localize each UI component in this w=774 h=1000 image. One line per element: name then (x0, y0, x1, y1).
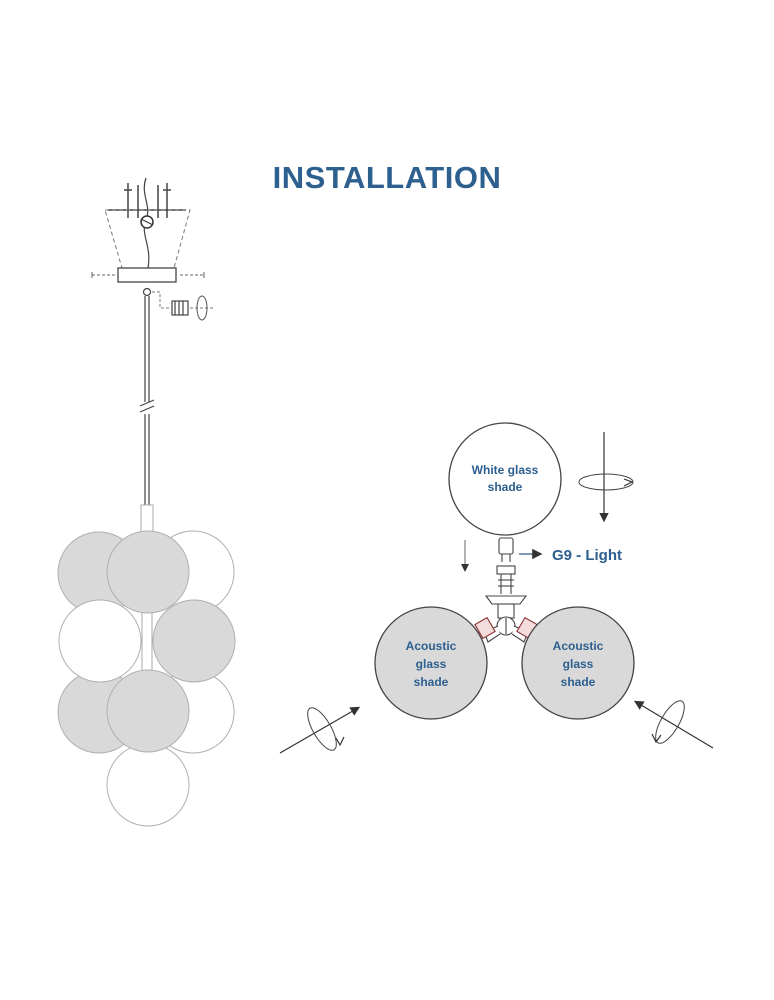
white-glass-shade (448, 422, 562, 536)
canopy-plate (117, 267, 177, 283)
acoustic-right-label-line3: shade (561, 675, 596, 689)
acoustic-right-label-line2: glass (563, 657, 594, 671)
pendant-lamp-overview (57, 177, 236, 827)
acoustic-glass-shade-right (521, 606, 635, 720)
globe-cluster (57, 504, 236, 827)
acoustic-right-label-line1: Acoustic (553, 639, 604, 653)
hanging-rod (139, 296, 155, 505)
acoustic-left-label-line3: shade (414, 675, 449, 689)
g9-light-label: G9 - Light (552, 547, 622, 564)
screw-on-arrow-icon (578, 432, 634, 523)
acoustic-left-label-line1: Acoustic (406, 639, 457, 653)
cable-lock-icon (142, 287, 152, 297)
rotate-icon (196, 295, 208, 321)
socket-arm-left (474, 616, 501, 643)
spring-grip-icon (171, 300, 189, 316)
side-screws (91, 272, 205, 278)
ceiling-screws (124, 183, 171, 218)
acoustic-left-label-line2: glass (416, 657, 447, 671)
g9-bulb-icon (498, 537, 514, 562)
screw-on-arrow-left-icon (279, 706, 361, 754)
shade-assembly-detail: White glass shade G9 - Light (279, 422, 714, 754)
socket-hub (484, 565, 528, 636)
white-shade-label-line2: shade (488, 480, 523, 494)
acoustic-glass-shade-left (374, 606, 488, 720)
canopy-cup (104, 209, 191, 269)
page-title: INSTALLATION (272, 160, 502, 195)
white-shade-label-line1: White glass (472, 463, 539, 477)
screw-on-arrow-right-icon (633, 700, 714, 749)
